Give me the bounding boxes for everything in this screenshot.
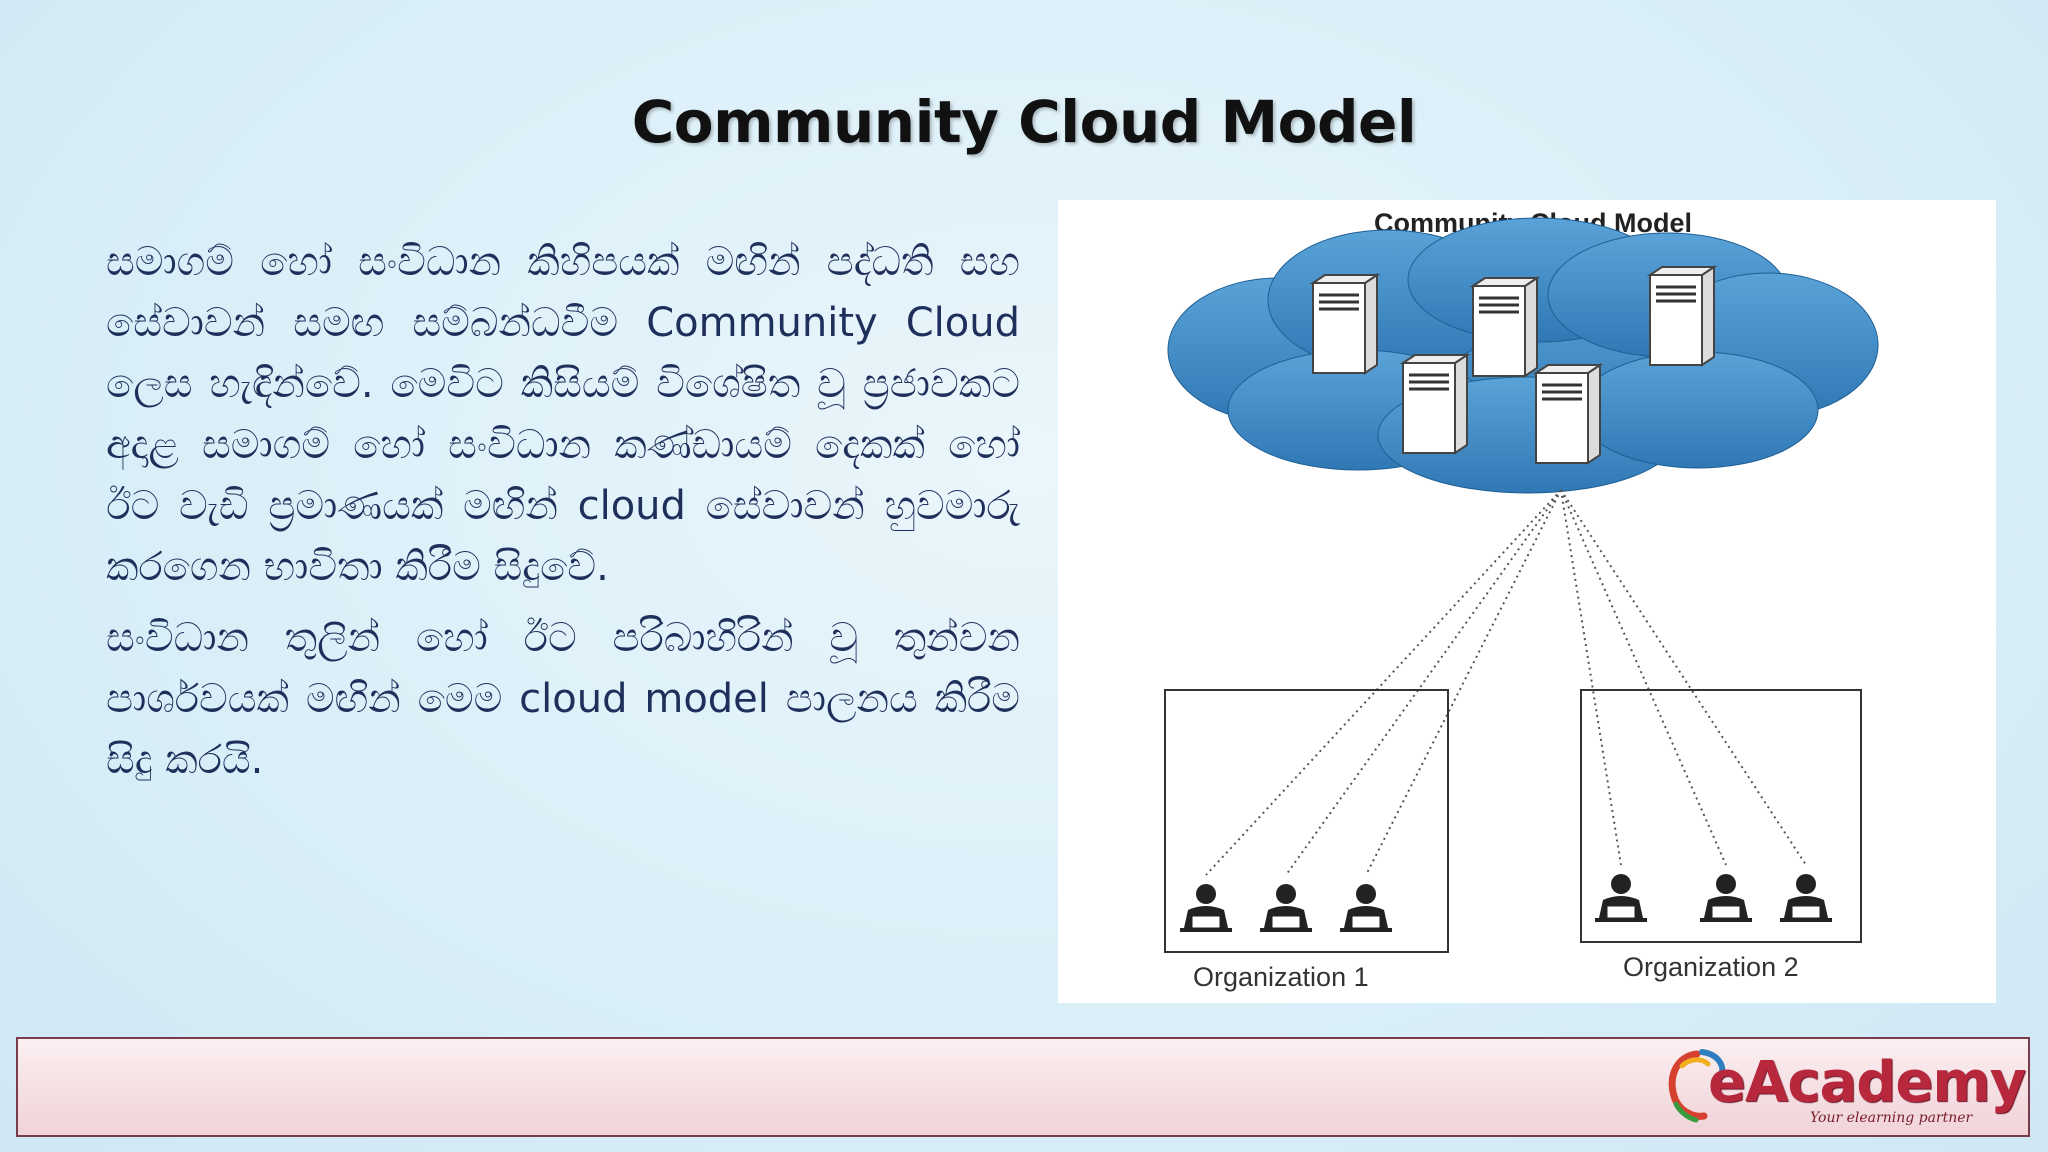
user-icon (1700, 874, 1752, 922)
paragraph-community-cloud-definition: සමාගම් හෝ සංවිධාන කිහිපයක් මඟින් පද්ධති … (106, 239, 1020, 590)
body-text: සමාගම් හෝ සංවිධාන කිහිපයක් මඟින් පද්ධති … (106, 232, 1020, 801)
user-icon (1340, 884, 1392, 932)
logo-text: eAcademy (1708, 1050, 2026, 1115)
user-icon (1595, 874, 1647, 922)
user-icon (1180, 884, 1232, 932)
organization-1-label: Organization 1 (1193, 962, 1369, 992)
logo-swirl-icon (1668, 1049, 1726, 1123)
server-icon (1399, 353, 1471, 455)
slide-title: Community Cloud Model (631, 88, 1417, 156)
server-icon (1309, 273, 1381, 375)
eacademy-logo: eAcademy Your elearning partner (1662, 1044, 2026, 1130)
organization-box (1164, 689, 1449, 953)
paragraph-cloud-management: සංවිධාන තුලින් හෝ ඊට පරිබාහිරින් වූ තුන්… (106, 615, 1020, 783)
organization-box (1580, 689, 1862, 943)
server-icon (1532, 363, 1604, 465)
diagram-canvas: Community Cloud Model (1164, 208, 1879, 992)
server-icon (1646, 265, 1718, 367)
user-icon (1780, 874, 1832, 922)
connection-lines (1205, 489, 1807, 876)
user-icon (1260, 884, 1312, 932)
community-cloud-diagram: Community Cloud Model (1058, 200, 1996, 1003)
organization-2-label: Organization 2 (1623, 952, 1799, 982)
server-icon (1469, 276, 1541, 378)
logo-tagline: Your elearning partner (1810, 1110, 1973, 1126)
